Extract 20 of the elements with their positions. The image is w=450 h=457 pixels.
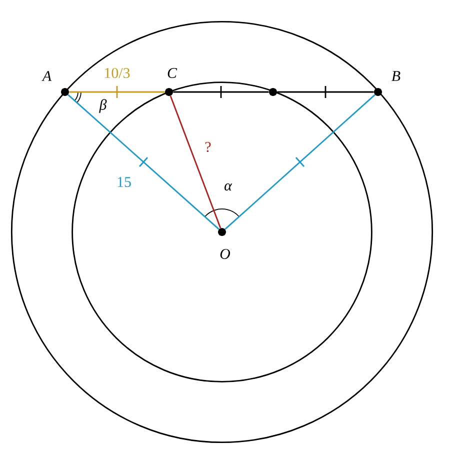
labeled-point: B xyxy=(374,71,400,96)
line-segment xyxy=(173,91,269,93)
edge-label: 10/3 xyxy=(105,68,130,78)
edge-label: 15 xyxy=(118,177,131,187)
edge-label: ? xyxy=(205,142,211,152)
line-segment xyxy=(170,96,222,228)
node-label: B xyxy=(392,71,400,81)
labeled-point: A xyxy=(42,71,69,96)
angle-label: β xyxy=(99,99,107,113)
labeled-point: O xyxy=(218,228,230,260)
node-label: O xyxy=(220,248,230,260)
line-segment xyxy=(69,91,165,93)
angle-label: α xyxy=(224,183,232,191)
line-segment xyxy=(68,94,220,230)
node-label: A xyxy=(42,71,52,81)
labeled-point: C xyxy=(165,68,178,96)
point xyxy=(269,88,277,96)
line-segment xyxy=(224,94,376,230)
node-label: C xyxy=(168,68,178,78)
line-segment xyxy=(277,91,374,93)
